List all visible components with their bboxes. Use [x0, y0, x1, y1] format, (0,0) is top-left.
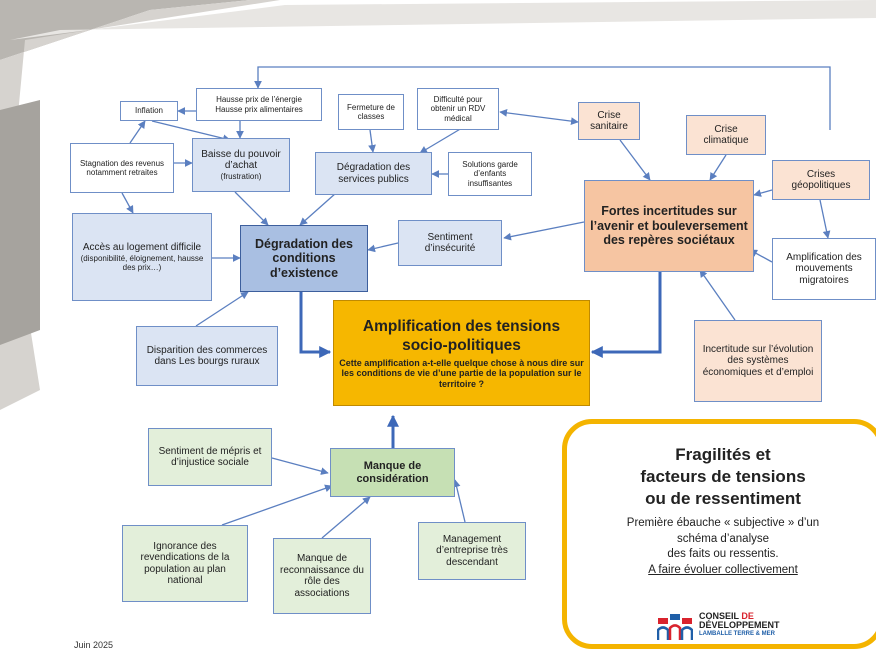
- node-fortes-incertitudes: Fortes incertitudes sur l’avenir et boul…: [584, 180, 754, 272]
- legend-desc-line: des faits ou ressentis.: [667, 548, 779, 561]
- logo-line1: CONSEIL: [699, 611, 739, 621]
- node-fermeture: Fermeture de classes: [338, 94, 404, 130]
- legend-title-line: ou de ressentiment: [645, 489, 801, 509]
- edge-fortes-insecurite: [503, 221, 585, 241]
- legend-title-line: facteurs de tensions: [640, 467, 806, 487]
- legend-call-to-action: A faire évoluer collectivement: [648, 563, 798, 576]
- conseil-developpement-logo: CONSEIL DE DÉVELOPPEMENT LAMBALLE TERRE …: [657, 611, 807, 642]
- sublabel: (frustration): [220, 171, 262, 181]
- label: Dégradation des services publics: [336, 162, 411, 185]
- edge-loop-top: [254, 66, 831, 130]
- edge-climatique-fortes: [709, 154, 727, 181]
- logo-line1-accent: DE: [741, 611, 754, 621]
- node-sentiment-insecurite: Sentiment d’insécurité: [398, 220, 502, 266]
- node-stagnation: Stagnation des revenus notamment retrait…: [70, 143, 174, 193]
- date-label: Juin 2025: [74, 640, 114, 650]
- logo-line2: DÉVELOPPEMENT: [699, 620, 780, 631]
- label: Amplification des mouvements migratoires: [786, 251, 862, 286]
- edge-inflation-baisse: [151, 120, 231, 143]
- edge-degradation-tensions: [299, 292, 332, 358]
- legend-desc-line: schéma d’analyse: [676, 532, 770, 545]
- legend-title: Fragilités et facteurs de tensions ou de…: [567, 444, 876, 510]
- node-incertitude-systemes: Incertitude sur l’évolution des systèmes…: [694, 320, 822, 402]
- node-manque-consideration: Manque de considération: [330, 448, 455, 497]
- edge-geo-fortes: [753, 189, 773, 197]
- label: Manque de reconnaissance du rôle des ass…: [280, 553, 364, 599]
- legend-panel: Fragilités et facteurs de tensions ou de…: [562, 419, 876, 649]
- edge-geo-migratoires: [819, 199, 831, 239]
- edge-management-manque: [452, 479, 466, 523]
- node-hausse-prix: Hausse prix de l’énergie Hausse prix ali…: [196, 88, 322, 121]
- node-rdv: Difficulté pour obtenir un RDV médical: [417, 88, 499, 130]
- node-degradation-conditions: Dégradation des conditions d’existence: [240, 225, 368, 292]
- edge-stagnation-logement: [121, 192, 134, 214]
- node-amplification-tensions: Amplification des tensions socio-politiq…: [333, 300, 590, 406]
- legend-title-line: Fragilités et: [675, 445, 771, 464]
- label: Disparition des commerces dans Les bourg…: [146, 344, 268, 368]
- edge-insecurite-degradation: [367, 242, 399, 253]
- sublabel: (disponibilité, éloignement, hausse des …: [80, 253, 204, 272]
- label: Stagnation des revenus notamment retrait…: [79, 158, 165, 177]
- node-solutions-garde: Solutions garde d’enfants insuffisantes: [448, 152, 532, 196]
- node-disparition-commerces: Disparition des commerces dans Les bourg…: [136, 326, 278, 386]
- label: Sentiment de mépris et d’injustice socia…: [158, 445, 262, 469]
- node-management: Management d’entreprise très descendant: [418, 522, 526, 580]
- logo-people-icon: [657, 614, 693, 640]
- label: Hausse prix de l’énergie: [216, 95, 302, 105]
- node-amplification-migratoire: Amplification des mouvements migratoires: [772, 238, 876, 300]
- legend-description: Première ébauche « subjective » d’un sch…: [567, 516, 876, 578]
- label: Crise sanitaire: [590, 109, 628, 133]
- node-ignorance: Ignorance des revendications de la popul…: [122, 525, 248, 602]
- label: Fermeture de classes: [346, 102, 396, 121]
- node-inflation: Inflation: [120, 101, 178, 121]
- label: Sentiment d’insécurité: [424, 231, 476, 255]
- label: Crise climatique: [703, 123, 749, 147]
- edge-sanitaire-rdv: [499, 109, 579, 125]
- label: Accès au logement difficile: [82, 242, 202, 254]
- label: Ignorance des revendications de la popul…: [140, 540, 230, 587]
- label: Hausse prix alimentaires: [215, 104, 303, 114]
- logo-text: CONSEIL DE DÉVELOPPEMENT LAMBALLE TERRE …: [699, 611, 780, 637]
- label: Incertitude sur l’évolution des systèmes…: [702, 343, 814, 378]
- question: Cette amplification a-t-elle quelque cho…: [339, 357, 584, 389]
- edge-fortes-tensions: [590, 272, 662, 358]
- label: Crises géopolitiques: [791, 168, 851, 192]
- node-acces-logement: Accès au logement difficile (disponibili…: [72, 213, 212, 301]
- label: Baisse du pouvoir d’achat: [201, 148, 281, 172]
- title: Amplification des tensions socio-politiq…: [362, 318, 561, 355]
- edge-ignorance-manque: [221, 484, 333, 526]
- edge-disparition-degradation: [195, 291, 249, 327]
- edge-rdv-services: [419, 127, 463, 154]
- edge-baisse-degradation: [234, 191, 269, 226]
- label: Fortes incertitudes sur l’avenir et boul…: [590, 204, 748, 248]
- edge-systemes-fortes: [699, 269, 736, 321]
- label: Manque de considération: [356, 459, 429, 485]
- legend-desc-line: Première ébauche « subjective » d’un: [626, 517, 820, 530]
- logo-line3: LAMBALLE TERRE & MER: [699, 630, 775, 637]
- label: Solutions garde d’enfants insuffisantes: [462, 160, 518, 188]
- edge-stagnation-inflation: [129, 120, 146, 144]
- node-crises-geopolitiques: Crises géopolitiques: [772, 160, 870, 200]
- node-sentiment-mepris: Sentiment de mépris et d’injustice socia…: [148, 428, 272, 486]
- edge-fermeture-services: [368, 129, 376, 153]
- label: Inflation: [134, 106, 164, 116]
- node-degradation-services: Dégradation des services publics: [315, 152, 432, 195]
- edge-mepris-manque: [271, 457, 329, 475]
- node-crise-sanitaire: Crise sanitaire: [578, 102, 640, 140]
- node-baisse-pouvoir-achat: Baisse du pouvoir d’achat (frustration): [192, 138, 290, 192]
- label: Dégradation des conditions d’existence: [255, 236, 353, 280]
- edge-sanitaire-fortes: [619, 139, 651, 181]
- edge-reconnaissance-manque: [321, 496, 371, 539]
- node-crise-climatique: Crise climatique: [686, 115, 766, 155]
- label: Management d’entreprise très descendant: [436, 533, 508, 568]
- label: Difficulté pour obtenir un RDV médical: [430, 95, 486, 123]
- node-manque-reconnaissance: Manque de reconnaissance du rôle des ass…: [273, 538, 371, 614]
